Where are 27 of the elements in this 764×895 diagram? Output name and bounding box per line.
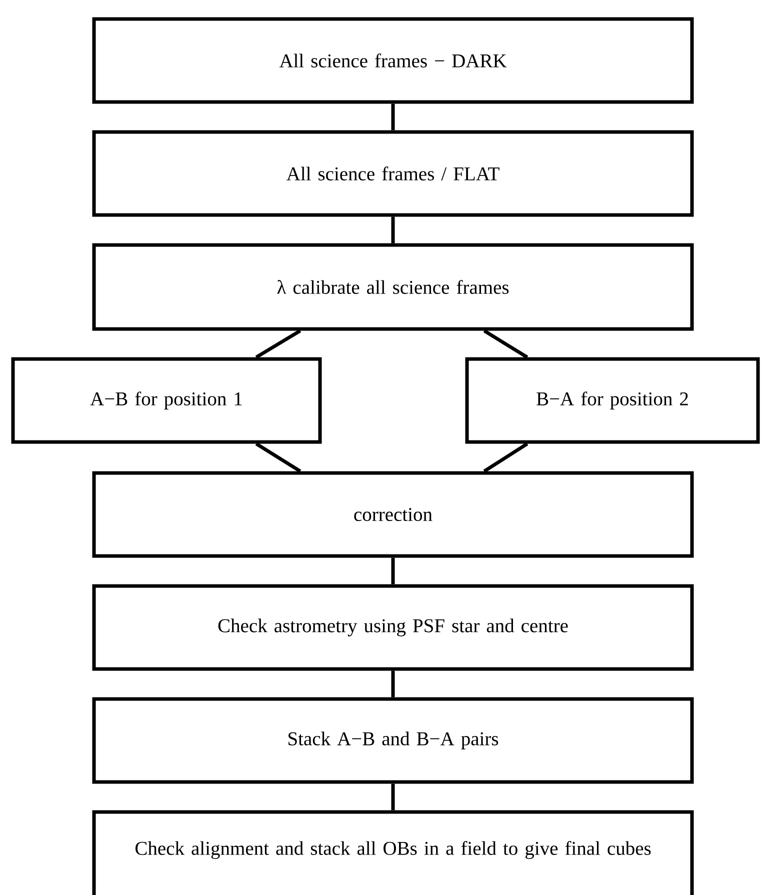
process-box: [92, 130, 694, 217]
connector-line: [391, 558, 395, 584]
connector-line: [391, 784, 395, 810]
box-text: All science frames − DARK: [279, 54, 507, 68]
process-box: [92, 471, 694, 558]
box-text: Check alignment and stack all OBs in a field to give final cubes: [136, 841, 651, 859]
process-box: [92, 243, 694, 331]
process-box: [92, 697, 694, 784]
connector-line: [483, 329, 528, 359]
process-box: [465, 357, 760, 444]
box-text: All science frames / FLAT: [286, 166, 500, 180]
connector-line: [391, 104, 395, 130]
connector-line: [483, 442, 528, 473]
connector-line: [391, 670, 395, 698]
box-text: A−B for position 1: [90, 392, 242, 410]
process-box: [92, 810, 694, 895]
box-text: B−A for position 2: [536, 392, 688, 410]
process-box: [92, 584, 694, 671]
box-text: Stack A−B and B−A pairs: [288, 732, 498, 750]
connector-line: [391, 216, 395, 244]
box-text: correction: [354, 508, 432, 522]
process-box: [92, 17, 694, 104]
process-box: [11, 357, 322, 444]
box-text: λ calibrate all science frames: [277, 280, 509, 294]
box-text: Check astrometry using PSF star and centre: [218, 618, 568, 636]
connector-line: [255, 329, 302, 359]
connector-line: [255, 442, 302, 473]
